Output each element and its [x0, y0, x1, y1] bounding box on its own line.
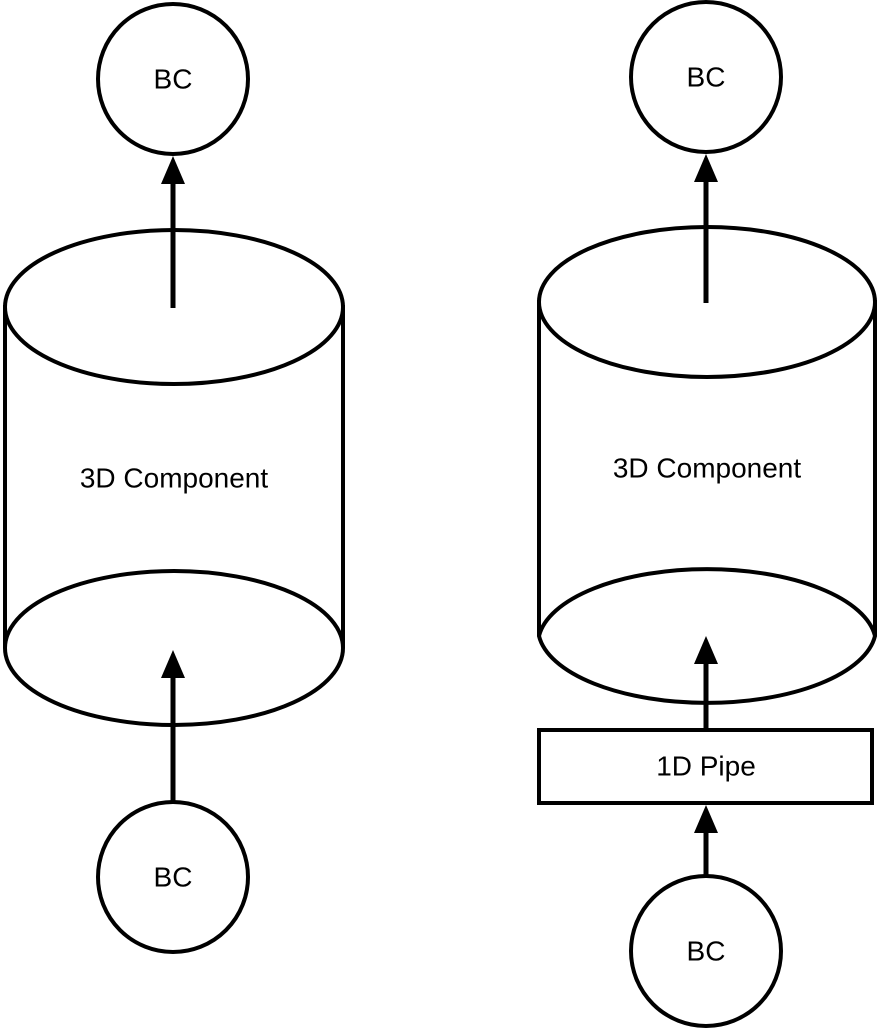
right-pipe-to-component-arrow: [694, 636, 718, 730]
right-top-bc-node: BC: [629, 0, 783, 154]
left-top-bc-node: BC: [96, 2, 250, 156]
left-3d-component-label: 3D Component: [80, 463, 269, 494]
left-diagram: BC 3D Component BC: [2, 2, 345, 954]
right-3d-component-label: 3D Component: [613, 453, 802, 484]
right-3d-component-cylinder: 3D Component: [537, 225, 877, 705]
left-top-bc-label: BC: [154, 64, 193, 95]
right-diagram: BC 3D Component 1D Pipe BC: [537, 0, 877, 1028]
right-1d-pipe-box: 1D Pipe: [537, 728, 874, 805]
right-bottom-bc-label: BC: [687, 936, 726, 967]
left-3d-component-cylinder: 3D Component: [2, 228, 345, 727]
right-1d-pipe-label: 1D Pipe: [656, 751, 756, 782]
left-bottom-bc-label: BC: [154, 862, 193, 893]
left-inflow-arrow: [161, 650, 185, 802]
right-bottom-bc-node: BC: [629, 874, 783, 1028]
right-top-bc-label: BC: [687, 62, 726, 93]
right-outflow-arrow: [694, 154, 718, 303]
left-outflow-arrow: [161, 156, 185, 308]
right-bc-to-pipe-arrow: [694, 805, 718, 876]
left-bottom-bc-node: BC: [96, 800, 250, 954]
